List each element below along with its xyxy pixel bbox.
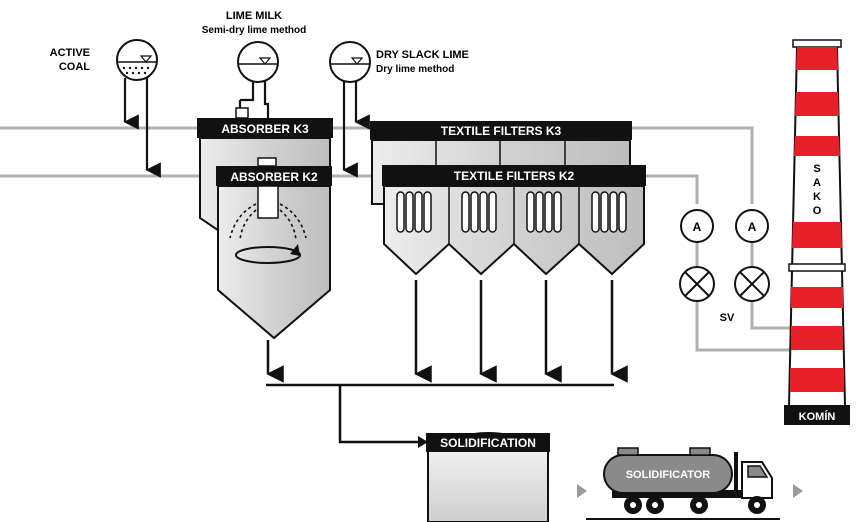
flow-arrow-right xyxy=(793,484,803,498)
dry-slack-lime-tank xyxy=(329,41,371,83)
solidificator-truck: SOLIDIFICATOR xyxy=(603,447,773,514)
textile-filters-k3-label: TEXTILE FILTERS K3 xyxy=(441,124,562,138)
flow-arrow-left xyxy=(577,484,587,498)
residue-lines xyxy=(266,280,628,444)
sako-letter-o: O xyxy=(813,205,822,217)
solidification-label: SOLIDIFICATION xyxy=(440,436,536,450)
komin-label: KOMÍN xyxy=(799,410,836,423)
analyzer-1: A xyxy=(680,209,714,243)
lime-milk-label: LIME MILK xyxy=(226,10,282,22)
lime-milk-sublabel: Semi-dry lime method xyxy=(202,25,306,36)
dry-slack-lime-sublabel: Dry lime method xyxy=(376,64,454,75)
solidification-silo: SOLIDIFICATION xyxy=(426,432,550,522)
fan-valve-2 xyxy=(734,266,770,302)
absorber-k3-label: ABSORBER K3 xyxy=(221,122,309,136)
lime-milk-tank xyxy=(237,41,279,83)
textile-filters-k2-label: TEXTILE FILTERS K2 xyxy=(454,169,575,183)
absorber-k2-label: ABSORBER K2 xyxy=(230,170,318,184)
active-coal-tank xyxy=(116,39,158,81)
sv-label: SV xyxy=(720,312,735,324)
sako-letter-a: A xyxy=(813,177,821,189)
active-coal-label-2: COAL xyxy=(59,61,90,73)
absorber-k2: ABSORBER K2 xyxy=(216,157,332,340)
active-coal-label-1: ACTIVE xyxy=(50,47,90,59)
chimney: S A K O KOMÍN xyxy=(784,39,850,425)
fan-valve-1 xyxy=(679,266,715,302)
filter-bags xyxy=(396,191,627,233)
dry-slack-lime-label: DRY SLACK LIME xyxy=(376,49,469,61)
to-solidification-arrow xyxy=(418,436,428,448)
solidificator-label: SOLIDIFICATOR xyxy=(626,469,711,481)
analyzer-2: A xyxy=(735,209,769,243)
sako-letter-k: K xyxy=(813,191,821,203)
svg-text:A: A xyxy=(748,220,757,234)
sako-letter-s: S xyxy=(813,163,820,175)
svg-text:A: A xyxy=(693,220,702,234)
textile-filters-k2: TEXTILE FILTERS K2 xyxy=(382,165,646,276)
